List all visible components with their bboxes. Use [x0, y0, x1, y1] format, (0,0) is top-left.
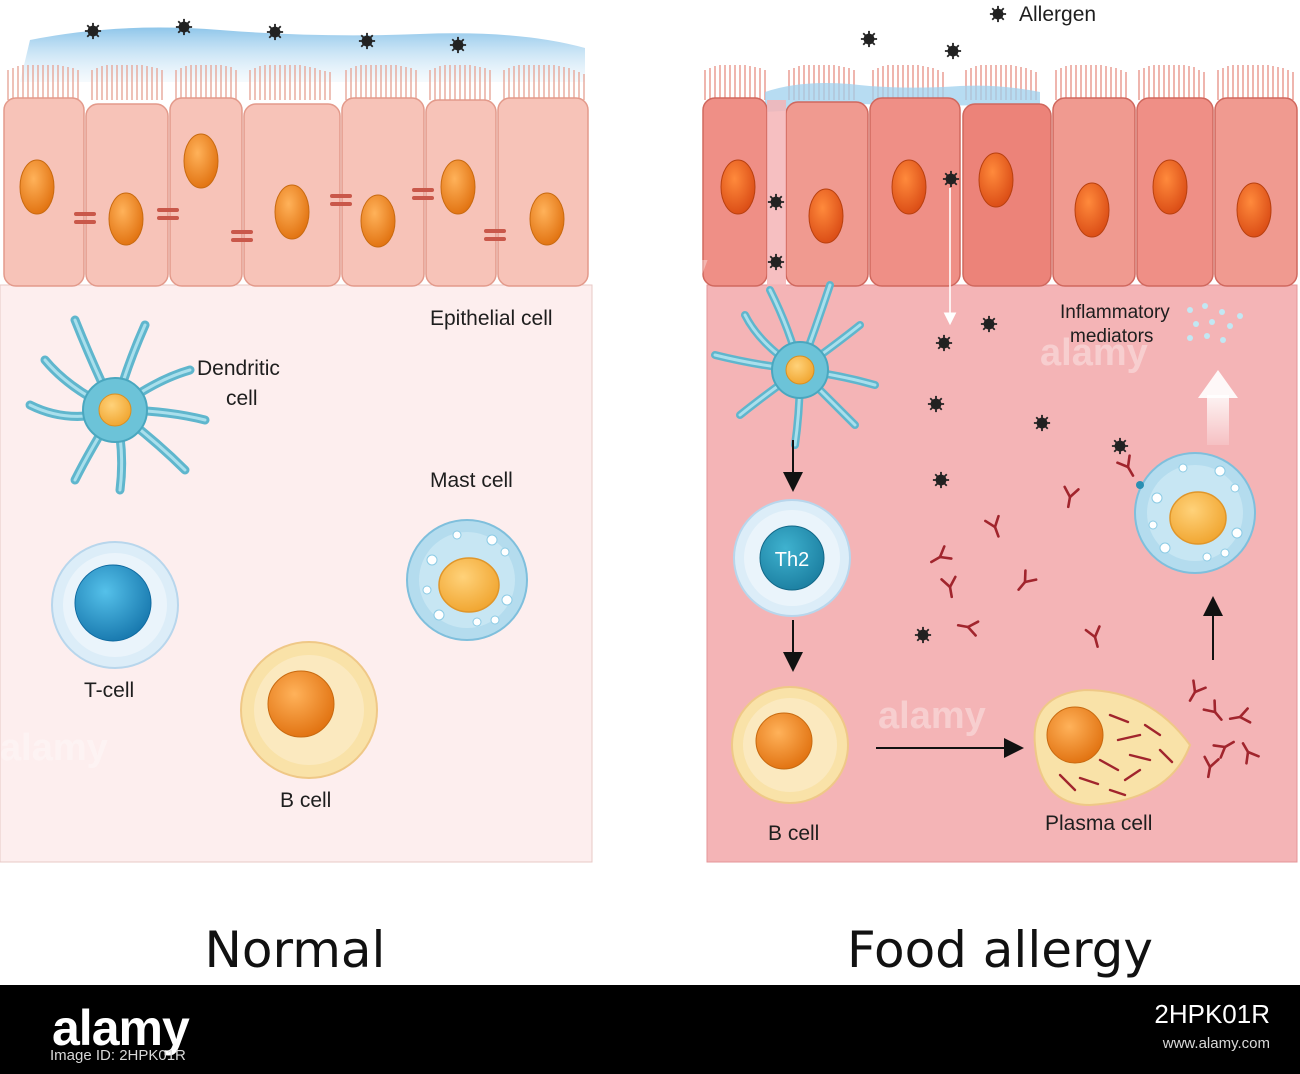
- tight-junction-icon: [74, 188, 506, 242]
- epithelial-nucleus: [19, 159, 55, 215]
- plasma-cell-label: Plasma cell: [1045, 812, 1152, 835]
- image-id-caption: Image ID: 2HPK01R: [50, 1047, 186, 1064]
- epithelial-nucleus: [440, 159, 476, 215]
- site-url: www.alamy.com: [1162, 1035, 1270, 1052]
- allergy-panel: Allergen Inflammatory mediators: [702, 3, 1298, 863]
- epithelial-nucleus: [360, 194, 396, 248]
- image-code: 2HPK01R: [1154, 999, 1270, 1029]
- alamy-logo: alamy: [52, 1000, 190, 1056]
- b-cell-label-allergy: B cell: [768, 822, 819, 845]
- normal-panel: Epithelial cell: [0, 18, 593, 863]
- allergen-label: Allergen: [1019, 3, 1096, 26]
- t-cell-label: T-cell: [84, 679, 134, 702]
- epithelial-nucleus: [274, 184, 310, 240]
- mast-cell-label: Mast cell: [430, 469, 513, 492]
- epithelial-nucleus: [183, 133, 219, 189]
- epithelial-nucleus: [720, 159, 756, 215]
- normal-epithelial-layer: [3, 97, 589, 287]
- th2-cell: [733, 499, 851, 617]
- b-cell-allergy: [731, 686, 849, 804]
- allergy-microvilli: [704, 65, 1294, 100]
- mast-cell-allergy: [1134, 452, 1256, 574]
- dendritic-cell-label-line1: Dendritic: [197, 357, 280, 380]
- dendritic-cell-label-line2: cell: [226, 387, 258, 410]
- epithelial-nucleus: [108, 192, 144, 246]
- normal-mucus-layer: [20, 27, 585, 83]
- watermark-text: alamy: [1040, 332, 1148, 374]
- t-cell-normal: [51, 541, 179, 669]
- b-cell-normal: [240, 641, 378, 779]
- b-cell-label-normal: B cell: [280, 789, 331, 812]
- allergy-epithelial-layer: [702, 97, 1298, 287]
- epithelial-cell: [169, 97, 243, 287]
- inflammatory-mediators-label-line2: mediators: [1070, 326, 1153, 347]
- stock-footer-bar: alamy Image ID: 2HPK01R 2HPK01R www.alam…: [0, 985, 1300, 1074]
- epithelial-nucleus: [1236, 182, 1272, 238]
- epithelial-nucleus: [1152, 159, 1188, 215]
- epithelial-cell-label: Epithelial cell: [430, 307, 553, 330]
- epithelial-cell: [341, 97, 425, 287]
- epithelial-nucleus: [529, 192, 565, 246]
- mediator-release-arrow: [1198, 370, 1238, 445]
- epithelial-nucleus: [891, 159, 927, 215]
- allergen-particle-icon: [989, 5, 1007, 23]
- epithelial-nucleus: [1074, 182, 1110, 238]
- mast-cell-normal: [406, 519, 528, 641]
- dendritic-cell-allergy: [711, 281, 879, 449]
- epithelial-cell: [497, 97, 589, 287]
- watermark-text: alamy: [600, 247, 708, 289]
- leaky-junction-gap: [767, 100, 786, 286]
- th2-label: Th2: [775, 549, 809, 571]
- inflammatory-mediators-label-line1: Inflammatory: [1060, 302, 1170, 323]
- epithelial-nucleus: [808, 188, 844, 244]
- plasma-cell: [1033, 688, 1192, 807]
- normal-microvilli: [7, 65, 585, 100]
- epithelial-nucleus: [978, 152, 1014, 208]
- dendritic-cell-normal: [25, 315, 210, 495]
- watermark-text: alamy: [878, 695, 986, 737]
- watermark-text: alamy: [0, 727, 108, 769]
- inflammatory-mediator-dots: [1187, 303, 1243, 343]
- normal-title: Normal: [205, 921, 386, 979]
- food-allergy-title: Food allergy: [847, 921, 1153, 979]
